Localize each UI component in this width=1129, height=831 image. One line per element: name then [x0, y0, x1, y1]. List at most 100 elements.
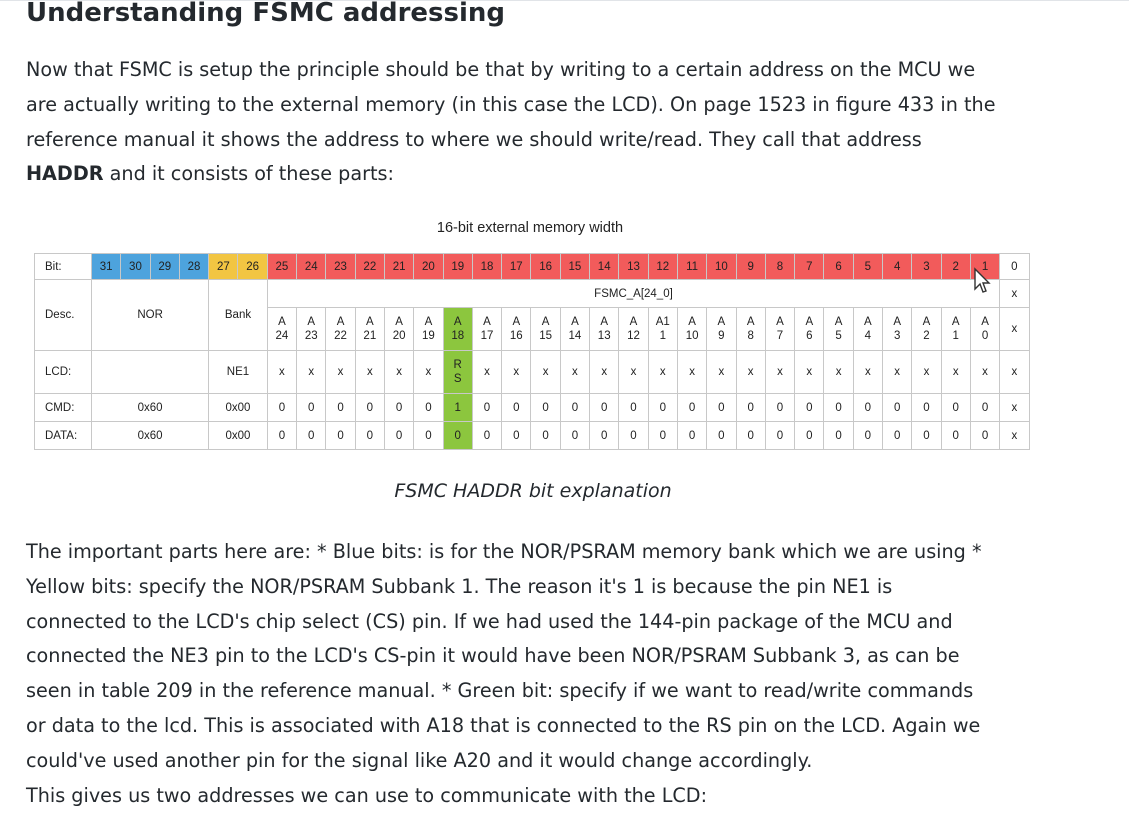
lcd-bit-cell: x — [940, 350, 971, 394]
data-bit-cell: 0 — [559, 421, 591, 450]
cmd-bit-cell: 0 — [383, 393, 415, 422]
bit-number-cell: 3 — [911, 253, 942, 280]
cmd-bit-cell: 0 — [266, 393, 298, 422]
data-bit-cell: 0 — [442, 421, 473, 450]
bit-number-cell: 28 — [178, 253, 210, 280]
bit-number-cell: 25 — [266, 253, 298, 280]
cmd-bit-cell: 0 — [911, 393, 942, 422]
cmd-bit-cell: 0 — [764, 393, 796, 422]
bit0-fsmc-cell: x — [999, 279, 1030, 308]
data-bit-cell: 0 — [589, 421, 620, 450]
cmd-nor-cell: 0x60 — [90, 393, 210, 422]
data-nor-cell: 0x60 — [90, 421, 210, 450]
lcd-nor-cell — [90, 350, 210, 394]
cmd-bit-cell: 0 — [501, 393, 532, 422]
bit-number-cell: 22 — [354, 253, 385, 280]
bit-number-cell: 9 — [735, 253, 766, 280]
data-bit-cell: 0 — [794, 421, 825, 450]
data-bit-cell: 0 — [882, 421, 913, 450]
lcd-bit-cell: x — [325, 350, 356, 394]
lcd-bit-cell: x — [501, 350, 532, 394]
figure-caption: FSMC HADDR bit explanation — [394, 480, 672, 502]
row-label-lcd: LCD: — [34, 350, 92, 394]
data-bit-cell: 0 — [296, 421, 327, 450]
body-line: connected to the LCD's chip select (CS) … — [26, 609, 953, 633]
lcd-bit-cell: x — [823, 350, 854, 394]
data-bit-cell: 0 — [764, 421, 796, 450]
data-bit-cell: 0 — [969, 421, 1001, 450]
lcd-bit-cell: x — [647, 350, 678, 394]
intro-paragraph: Now that FSMC is setup the principle sho… — [26, 53, 1121, 192]
intro-line-last: HADDR and it consists of these parts: — [26, 162, 394, 186]
lcd-bit-cell: x — [735, 350, 766, 394]
lcd-ne-cell: NE1 — [208, 350, 268, 394]
lcd-bit-cell: x — [618, 350, 649, 394]
bank-cell: Bank — [208, 279, 268, 351]
row-label-bit: Bit: — [34, 253, 92, 280]
cmd-bit-cell: 0 — [706, 393, 737, 422]
bit-number-cell: 21 — [383, 253, 415, 280]
bit-number-cell: 8 — [764, 253, 796, 280]
lcd-bit-cell: x — [383, 350, 415, 394]
cmd-bit-cell: 0 — [325, 393, 356, 422]
lcd-bit-cell: x — [589, 350, 620, 394]
data-bit-cell: 0 — [530, 421, 561, 450]
data-bit-cell: 0 — [501, 421, 532, 450]
nor-cell: NOR — [90, 279, 210, 351]
data-bit-cell: 0 — [325, 421, 356, 450]
bit-number-cell: 15 — [559, 253, 591, 280]
cmd-bit-cell: 1 — [442, 393, 473, 422]
bit-number-cell: 26 — [237, 253, 268, 280]
cmd-bit-cell: 0 — [647, 393, 678, 422]
fsmc-address-label: FSMC_A[24_0] — [266, 279, 1001, 308]
data-bit-cell: 0 — [266, 421, 298, 450]
lcd-bit-cell: x — [413, 350, 444, 394]
data-bit-cell: 0 — [383, 421, 415, 450]
data-bit-cell: 0 — [735, 421, 766, 450]
lcd-bit-cell: x — [764, 350, 796, 394]
lcd-bit-cell: x — [266, 350, 298, 394]
data-bank-cell: 0x00 — [208, 421, 268, 450]
cmd-bank-cell: 0x00 — [208, 393, 268, 422]
cmd-bit-cell: 0 — [354, 393, 385, 422]
cmd-bit-cell: 0 — [413, 393, 444, 422]
section-heading: Understanding FSMC addressing — [26, 0, 506, 28]
data-bit0-cell: x — [999, 421, 1030, 450]
bit-number-cell: 11 — [676, 253, 708, 280]
row-label-data: DATA: — [34, 421, 92, 450]
bit-number-cell: 13 — [618, 253, 649, 280]
cmd-bit-cell: 0 — [940, 393, 971, 422]
bit-number-cell: 0 — [999, 253, 1030, 280]
bit-number-cell: 17 — [501, 253, 532, 280]
